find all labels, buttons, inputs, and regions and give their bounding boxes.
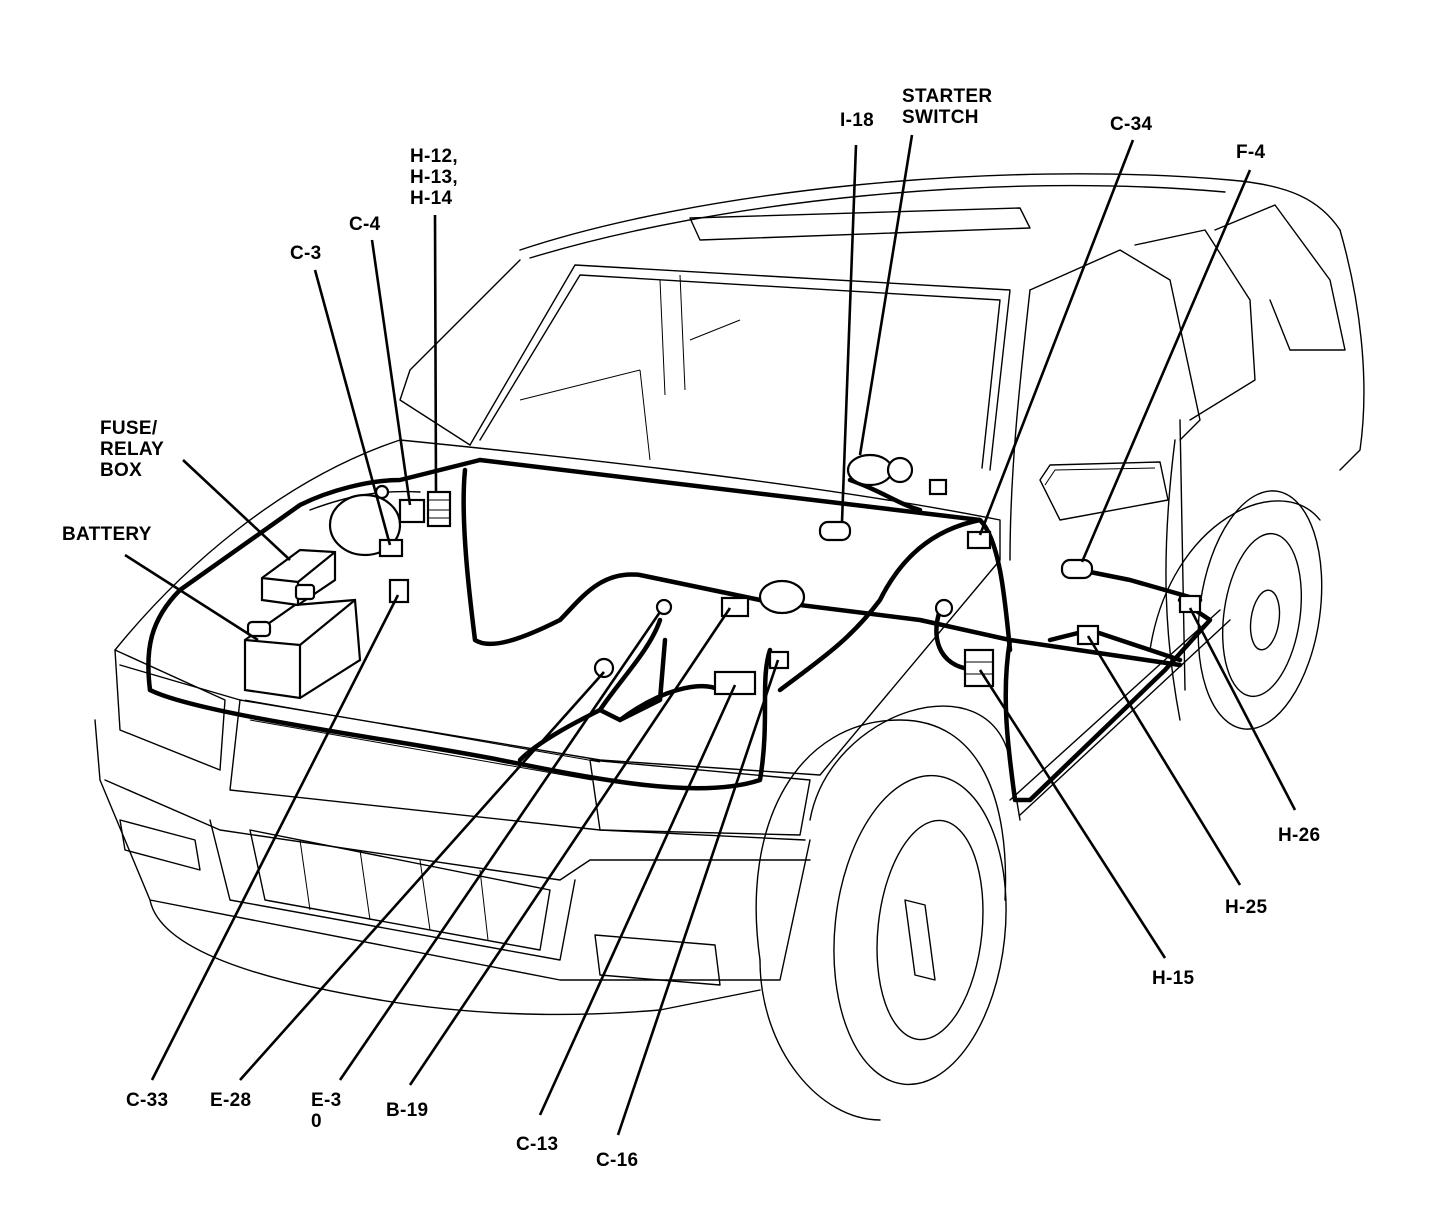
label-c3: C-3 [290, 243, 322, 264]
label-e28: E-28 [210, 1090, 252, 1111]
vehicle-body [94, 173, 1365, 1121]
label-fuse-relay-box: FUSE/ RELAY BOX [100, 418, 165, 481]
leader-i18 [840, 144, 858, 523]
label-c4: C-4 [349, 214, 381, 235]
leader-battery [124, 553, 259, 642]
leader-e30 [338, 611, 662, 1081]
label-c34: C-34 [1110, 114, 1153, 135]
label-starter-switch: STARTER SWITCH [902, 86, 993, 128]
leader-starter-switch [858, 134, 914, 456]
leader-c16 [616, 659, 780, 1136]
leader-c33 [150, 594, 400, 1081]
label-h12-h13-h14: H-12, H-13, H-14 [410, 146, 458, 209]
label-c13: C-13 [516, 1134, 559, 1155]
leader-c4 [370, 239, 412, 506]
wiring-harness [146, 457, 1213, 803]
label-c16: C-16 [596, 1150, 639, 1171]
battery-body [243, 598, 362, 700]
label-f4: F-4 [1236, 142, 1266, 163]
leader-fuse-relay-box [182, 459, 291, 561]
leader-e28 [239, 671, 605, 1081]
leader-h12 [433, 214, 438, 493]
leader-c3 [313, 269, 392, 546]
leader-c13 [538, 684, 737, 1116]
components [243, 453, 1202, 700]
label-b19: B-19 [386, 1100, 429, 1121]
leader-lines [124, 134, 1297, 1136]
leader-h26 [1188, 607, 1297, 811]
label-h26: H-26 [1278, 825, 1321, 846]
label-battery: BATTERY [62, 524, 152, 545]
leader-f4 [1080, 169, 1252, 563]
label-e30: E-3 0 [311, 1090, 342, 1132]
label-h25: H-25 [1225, 897, 1268, 918]
label-h15: H-15 [1152, 968, 1195, 989]
leader-h15 [978, 669, 1167, 959]
leader-c34 [978, 139, 1135, 536]
leader-b19 [408, 607, 732, 1086]
label-c33: C-33 [126, 1090, 169, 1111]
label-i18: I-18 [840, 110, 874, 131]
leader-h25 [1086, 635, 1242, 886]
